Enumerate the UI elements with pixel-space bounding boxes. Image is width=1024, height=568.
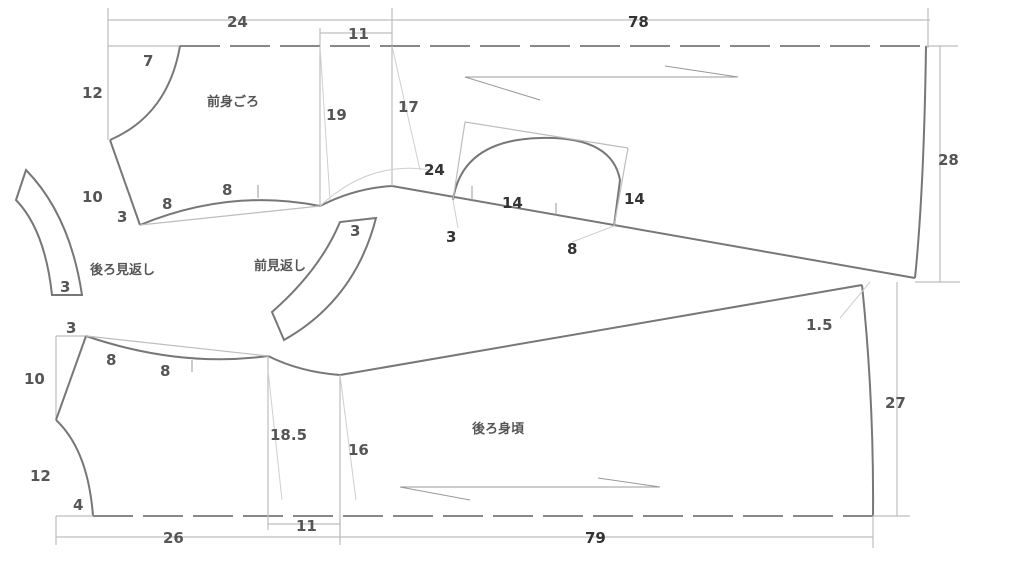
dim-back-10: 10 <box>24 370 45 388</box>
front-body-label: 前身ごろ <box>207 94 259 110</box>
dim-left-3: 3 <box>117 208 127 226</box>
dim-bf-3: 3 <box>60 278 70 296</box>
dim-left-7: 7 <box>143 52 153 70</box>
dim-v-17: 17 <box>398 98 419 116</box>
dim-left-12: 12 <box>82 84 103 102</box>
dim-right-1-5: 1.5 <box>806 316 833 334</box>
dim-front-8a: 8 <box>162 195 172 213</box>
back-facing-label: 後ろ見返し <box>90 262 155 278</box>
front-facing-piece <box>270 216 378 342</box>
dim-back-4: 4 <box>73 496 83 514</box>
dim-right-28: 28 <box>938 151 959 169</box>
dim-ff-3: 3 <box>350 222 360 240</box>
dim-top-24: 24 <box>227 13 248 31</box>
dim-bottom-26: 26 <box>163 529 184 547</box>
dim-right-27: 27 <box>885 394 906 412</box>
dim-v-18-5: 18.5 <box>270 426 307 444</box>
dim-arm-3: 3 <box>446 228 456 246</box>
top-dimension-lines <box>107 8 930 205</box>
dim-arm-8: 8 <box>567 240 577 258</box>
back-body-label: 後ろ身頃 <box>472 421 525 437</box>
dim-back-8a: 8 <box>106 351 116 369</box>
dim-bottom-79: 79 <box>585 529 606 547</box>
dim-bottom-11: 11 <box>296 517 317 535</box>
dim-back-12: 12 <box>30 467 51 485</box>
back-facing-piece <box>14 168 84 296</box>
dim-top-78: 78 <box>628 13 649 31</box>
dim-arm-14a: 14 <box>502 194 523 212</box>
dim-v-19: 19 <box>326 106 347 124</box>
front-body-piece <box>107 45 960 283</box>
dim-curve-24: 24 <box>424 161 445 179</box>
dim-back-8b: 8 <box>160 362 170 380</box>
dim-back-3: 3 <box>66 319 76 337</box>
back-body-piece <box>55 281 910 548</box>
front-facing-label: 前見返し <box>254 258 306 274</box>
dim-v-16: 16 <box>348 441 369 459</box>
dim-front-8b: 8 <box>222 181 232 199</box>
dim-arm-14b: 14 <box>624 190 645 208</box>
dim-top-11: 11 <box>348 25 369 43</box>
dim-left-10: 10 <box>82 188 103 206</box>
